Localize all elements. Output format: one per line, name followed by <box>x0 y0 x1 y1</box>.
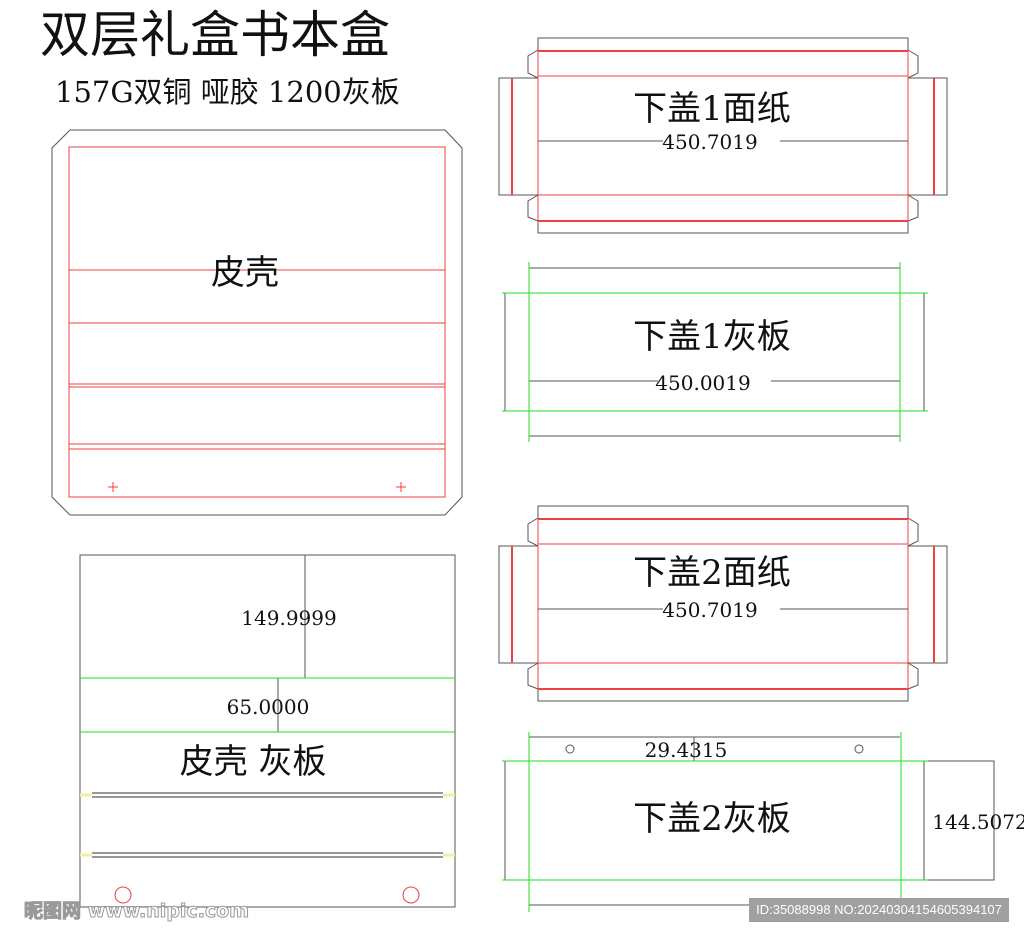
panel-label: 下盖1灰板 <box>633 317 791 357</box>
dimension-label: 450.7019 <box>662 598 757 622</box>
dimension-label-top: 149.9999 <box>241 606 336 630</box>
hole-icon <box>565 744 575 754</box>
dimension-label-side: 144.5072 <box>932 810 1024 834</box>
hole-icon <box>402 886 420 904</box>
panel-label: 皮壳 灰板 <box>180 742 327 782</box>
panel-label: 下盖1面纸 <box>633 89 791 129</box>
panel-label: 下盖2灰板 <box>633 799 791 839</box>
title: 双层礼盒书本盒 <box>40 6 390 64</box>
panel-shell: 皮壳 <box>51 129 463 516</box>
panel-lid2-board: 下盖2灰板 29.4315 144.5072 <box>502 732 1024 912</box>
panel-label: 皮壳 <box>211 253 279 293</box>
hole-icon <box>114 886 132 904</box>
panel-label: 下盖2面纸 <box>633 553 791 593</box>
watermark-id: ID:35088998 NO:20240304154605394107 <box>749 898 1009 922</box>
registration-mark-icon <box>108 482 406 492</box>
panel-shell-board: 149.9999 65.0000 皮壳 灰板 <box>79 554 456 908</box>
panel-lid1-board: 下盖1灰板 450.0019 <box>502 262 928 442</box>
panel-lid2-paper: 下盖2面纸 450.7019 <box>498 505 948 702</box>
hole-icon <box>854 744 864 754</box>
dimension-label-top: 29.4315 <box>645 738 728 762</box>
watermark-site: 昵图网 www.nipic.com <box>23 900 250 923</box>
dimension-label: 450.7019 <box>662 130 757 154</box>
dimension-label-mid: 65.0000 <box>227 695 310 719</box>
subtitle: 157G双铜 哑胶 1200灰板 <box>55 75 400 109</box>
dimension-label: 450.0019 <box>655 371 750 395</box>
panel-lid1-paper: 下盖1面纸 450.7019 <box>498 37 948 234</box>
